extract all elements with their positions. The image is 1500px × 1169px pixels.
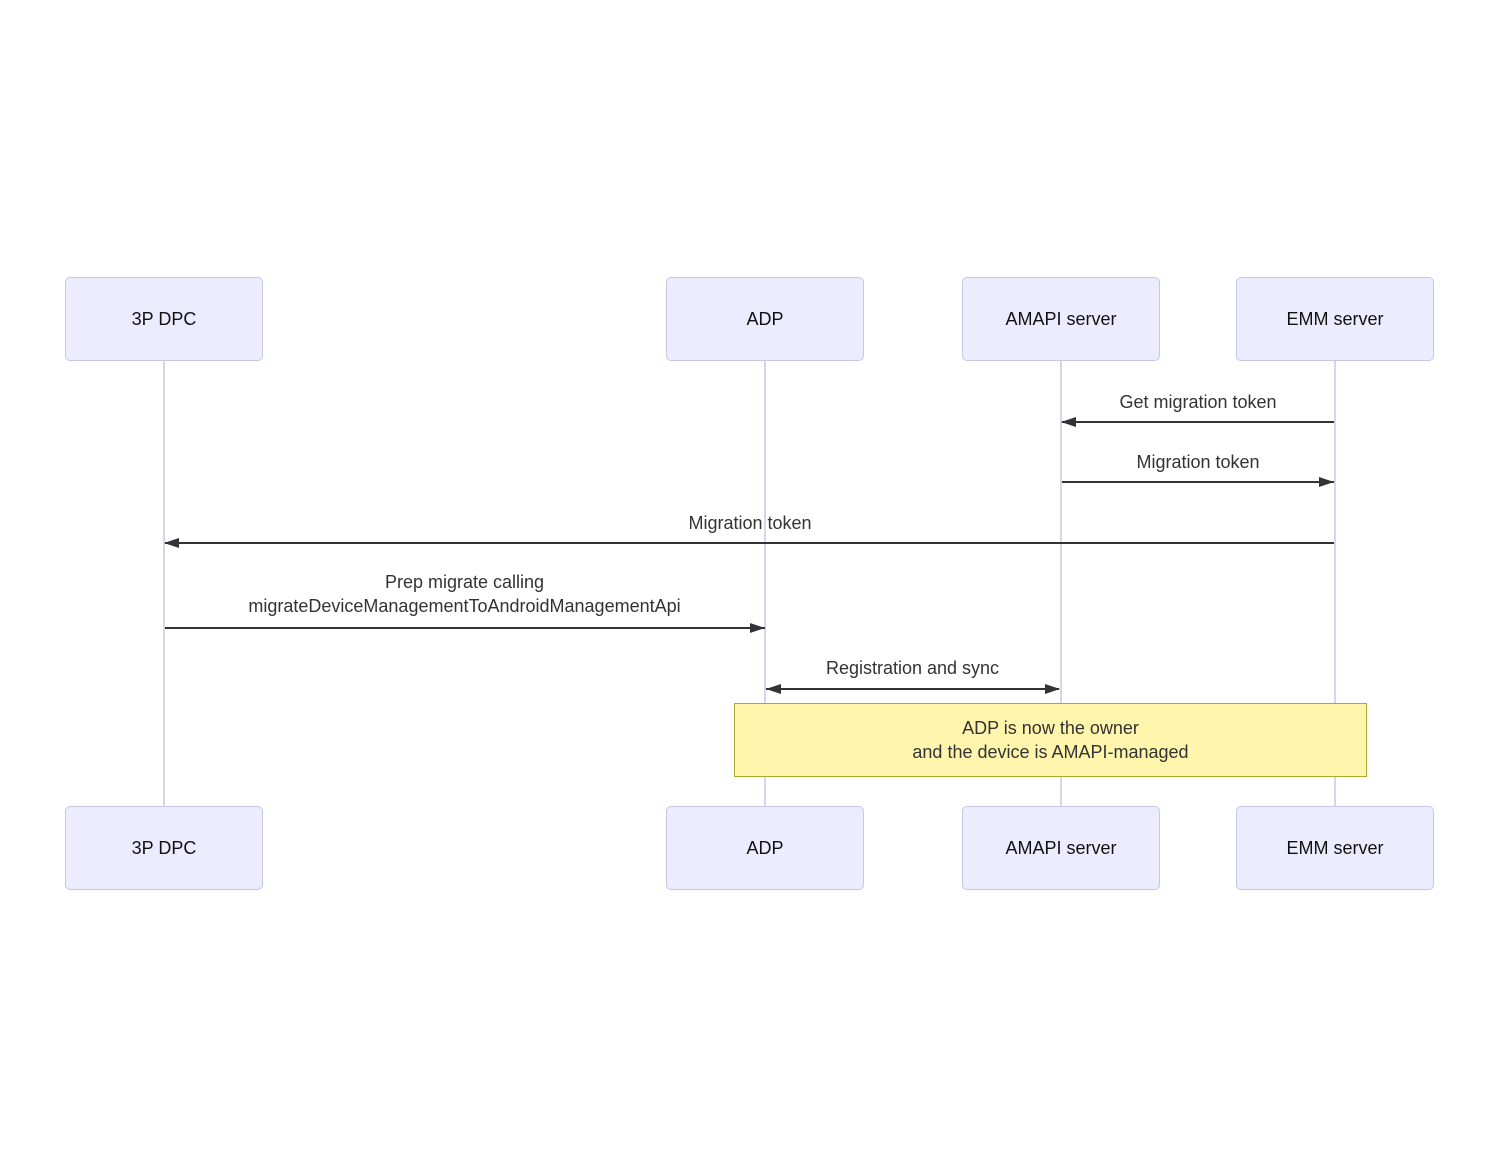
actor-label: ADP — [746, 308, 784, 329]
note-adp-owner: ADP is now the owner and the device is A… — [734, 703, 1367, 777]
lifeline-emm-server — [1334, 361, 1336, 806]
actor-bottom-3p-dpc: 3P DPC — [65, 806, 263, 890]
actor-bottom-adp: ADP — [666, 806, 864, 890]
arrowhead-right-icon — [1045, 684, 1060, 694]
message-label-migration-token-return: Migration token — [1136, 452, 1260, 472]
arrowhead-right-icon — [1319, 477, 1334, 487]
actor-label: AMAPI server — [1005, 308, 1117, 329]
lifeline-adp — [764, 361, 766, 806]
message-line — [1062, 421, 1334, 423]
note-line2: and the device is AMAPI-managed — [912, 742, 1189, 762]
lifeline-3p-dpc — [163, 361, 165, 806]
arrowhead-left-icon — [1061, 417, 1076, 427]
message-line — [165, 627, 765, 629]
message-line — [165, 542, 1334, 544]
actor-label: 3P DPC — [131, 837, 197, 858]
message-line — [1062, 481, 1334, 483]
actor-top-adp: ADP — [666, 277, 864, 361]
message-line — [766, 688, 1059, 690]
actor-top-amapi-server: AMAPI server — [962, 277, 1160, 361]
message-label-line1: Prep migrate calling — [384, 572, 545, 592]
actor-label: 3P DPC — [131, 308, 197, 329]
actor-label: ADP — [746, 837, 784, 858]
actor-bottom-amapi-server: AMAPI server — [962, 806, 1160, 890]
message-label-migration-token-to-dpc: Migration token — [688, 513, 812, 533]
actor-top-3p-dpc: 3P DPC — [65, 277, 263, 361]
message-label-get-migration-token: Get migration token — [1119, 392, 1277, 412]
arrowhead-right-icon — [750, 623, 765, 633]
actor-label: EMM server — [1286, 837, 1384, 858]
note-line1: ADP is now the owner — [962, 718, 1139, 738]
message-label-registration-and-sync: Registration and sync — [825, 658, 1000, 678]
actor-label: EMM server — [1286, 308, 1384, 329]
actor-bottom-emm-server: EMM server — [1236, 806, 1434, 890]
actor-label: AMAPI server — [1005, 837, 1117, 858]
lifeline-amapi-server — [1060, 361, 1062, 806]
message-label-line2: migrateDeviceManagementToAndroidManageme… — [248, 596, 681, 616]
actor-top-emm-server: EMM server — [1236, 277, 1434, 361]
arrowhead-left-icon — [164, 538, 179, 548]
arrowhead-left-icon — [766, 684, 781, 694]
message-label-prep-migrate: Prep migrate calling migrateDeviceManage… — [164, 570, 765, 618]
